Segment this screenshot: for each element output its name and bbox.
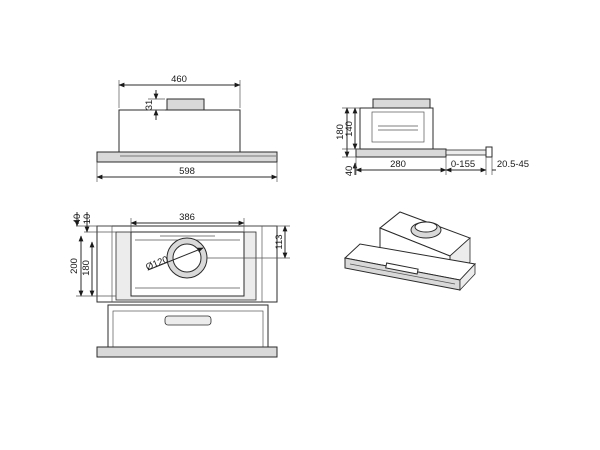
dim-plan-spigot-width: 386 — [179, 212, 195, 223]
dim-front-width-bottom: 598 — [179, 166, 195, 177]
side-view: 180 140 40 280 0-155 20.5-45 — [335, 98, 529, 177]
side-body — [359, 107, 434, 150]
front-body — [118, 109, 241, 153]
dim-plan-depth-inner: 180 — [81, 260, 92, 276]
plan-view: 386 40 10 200 180 113 Ø120 — [69, 212, 290, 358]
dim-side-bottom-offset: 40 — [344, 166, 355, 177]
dim-plan-depth-outer: 200 — [69, 258, 80, 274]
dim-side-height-total: 180 — [335, 124, 346, 140]
dim-front-width-top: 460 — [171, 74, 187, 85]
iso-handle — [385, 262, 419, 275]
dim-line-diameter — [147, 247, 204, 271]
plan-drawer — [107, 304, 269, 348]
side-handle — [485, 146, 493, 158]
dim-side-depth: 280 — [390, 159, 406, 170]
dim-side-extension: 0-155 — [451, 159, 475, 170]
plan-front-bar — [96, 346, 278, 358]
dim-front-spigot-height: 31 — [144, 100, 155, 111]
plan-handle — [164, 315, 212, 326]
dim-side-height-body: 140 — [344, 121, 355, 137]
front-view: 460 31 598 — [96, 74, 278, 182]
side-spigot — [372, 98, 431, 109]
side-extension — [445, 149, 487, 156]
dim-side-handle: 20.5-45 — [497, 159, 529, 170]
isometric-view — [343, 211, 476, 292]
front-spigot — [166, 98, 205, 111]
front-bottom-plate — [96, 151, 278, 163]
side-drawer — [355, 148, 447, 158]
dim-plan-spigot-depth: 113 — [274, 234, 285, 249]
